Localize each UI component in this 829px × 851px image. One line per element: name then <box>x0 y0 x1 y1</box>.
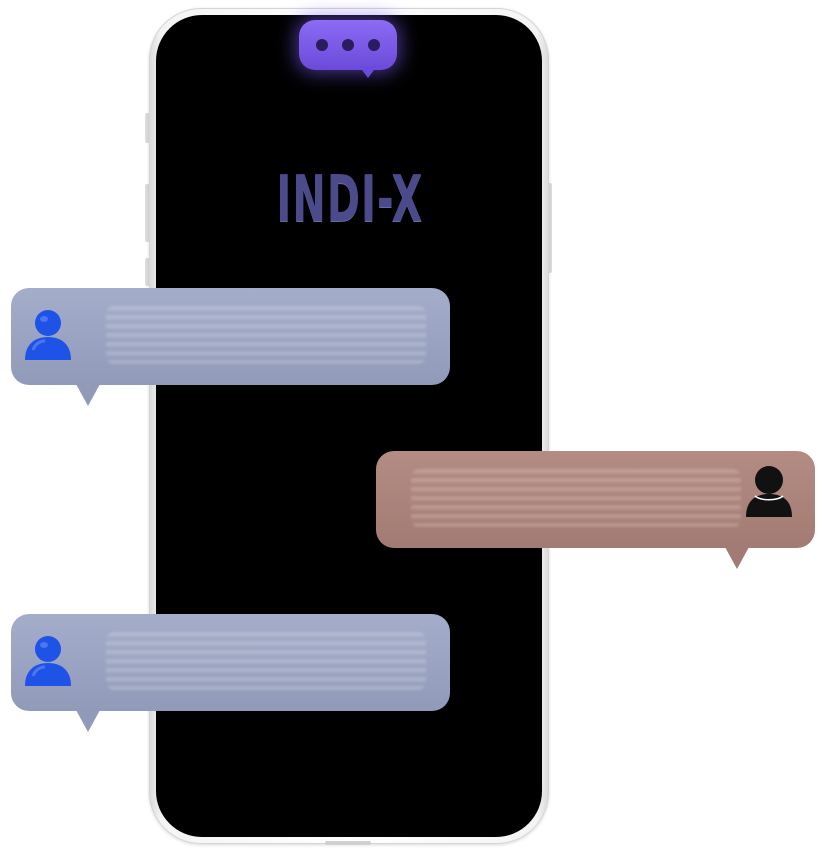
typing-dot <box>368 39 380 51</box>
phone-bottom-notch <box>325 841 371 845</box>
chat-message-incoming <box>11 614 450 711</box>
typing-dot <box>316 39 328 51</box>
phone-side-button <box>145 258 150 286</box>
typing-dot <box>342 39 354 51</box>
bubble-tail <box>76 710 100 732</box>
bubble-tail <box>76 384 100 406</box>
chat-message-outgoing <box>376 451 815 548</box>
phone-side-button <box>145 113 150 143</box>
bubble-tail <box>725 547 749 569</box>
chat-message-incoming <box>11 288 450 385</box>
brand-title: INDI-X <box>276 163 424 237</box>
phone-screen <box>156 15 542 837</box>
message-text-blurred <box>106 306 426 364</box>
typing-dots-icon <box>299 20 397 70</box>
message-text-blurred <box>106 632 426 690</box>
user-icon <box>25 310 71 360</box>
phone-side-button <box>145 184 150 242</box>
message-text-blurred <box>411 469 741 527</box>
user-icon <box>25 636 71 686</box>
user-icon <box>746 466 792 517</box>
phone-frame <box>149 8 549 844</box>
typing-bubble-tail <box>359 66 377 78</box>
phone-power-button <box>547 183 552 273</box>
